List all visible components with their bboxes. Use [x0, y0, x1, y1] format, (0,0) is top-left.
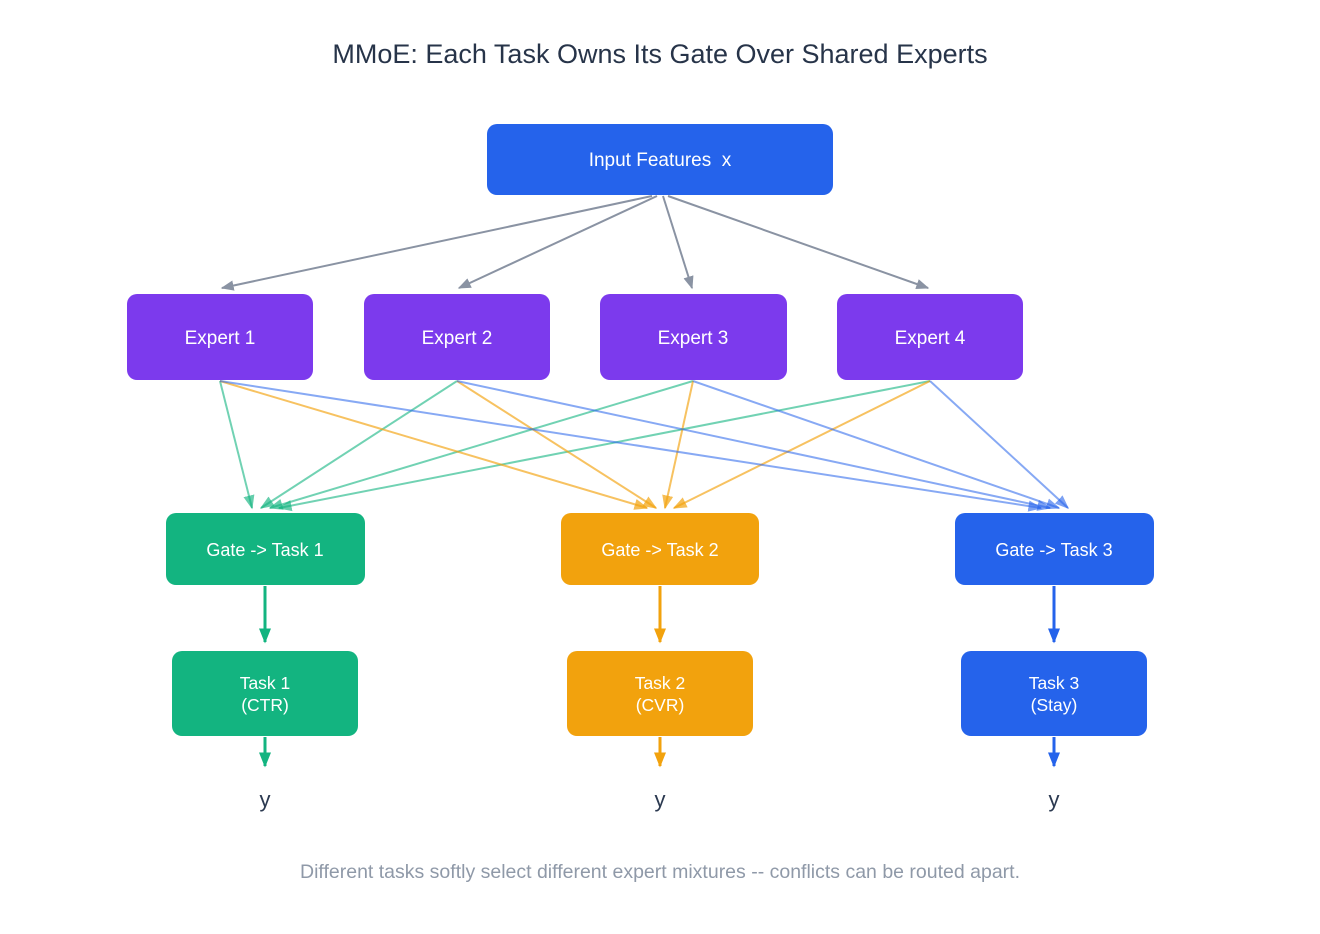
expert-1-label: Expert 1 [185, 328, 256, 349]
expert-to-gate2-edges [219, 380, 931, 510]
input-to-expert-arrows [220, 195, 930, 291]
expert-4-node: Expert 4 [837, 294, 1023, 380]
expert-3-label: Expert 3 [658, 328, 729, 349]
diagram-caption: Different tasks softly select different … [300, 861, 1020, 883]
expert-2-node: Expert 2 [364, 294, 550, 380]
input-node-label: Input Features x [589, 150, 732, 171]
output-y-task2: y [655, 787, 666, 812]
gate-2-label: Gate -> Task 2 [601, 540, 718, 560]
gate-3-node: Gate -> Task 3 [955, 513, 1154, 585]
task-3-sublabel: (Stay) [1031, 695, 1078, 715]
task-2-sublabel: (CVR) [636, 695, 685, 715]
task-3-node: Task 3 (Stay) [961, 651, 1147, 736]
diagram-title: MMoE: Each Task Owns Its Gate Over Share… [332, 39, 987, 69]
gate-1-label: Gate -> Task 1 [206, 540, 323, 560]
task-3-label: Task 3 [1029, 673, 1080, 693]
expert-3-node: Expert 3 [600, 294, 787, 380]
expert-2-label: Expert 2 [422, 328, 493, 349]
task-to-output-arrows [259, 737, 1060, 768]
input-node: Input Features x [487, 124, 833, 195]
task-2-node: Task 2 (CVR) [567, 651, 753, 736]
task-1-node: Task 1 (CTR) [172, 651, 358, 736]
task-2-label: Task 2 [635, 673, 686, 693]
expert-1-node: Expert 1 [127, 294, 313, 380]
gate-1-node: Gate -> Task 1 [166, 513, 365, 585]
output-labels: y y y [260, 787, 1060, 812]
task-1-label: Task 1 [240, 673, 291, 693]
expert-4-label: Expert 4 [895, 328, 966, 349]
gate-to-task-arrows [259, 586, 1060, 644]
output-y-task1: y [260, 787, 271, 812]
task-1-sublabel: (CTR) [241, 695, 289, 715]
gate-3-label: Gate -> Task 3 [995, 540, 1112, 560]
expert-to-gate3-edges [219, 380, 1070, 512]
gate-2-node: Gate -> Task 2 [561, 513, 759, 585]
expert-to-gate1-edges [219, 380, 931, 512]
output-y-task3: y [1049, 787, 1060, 812]
